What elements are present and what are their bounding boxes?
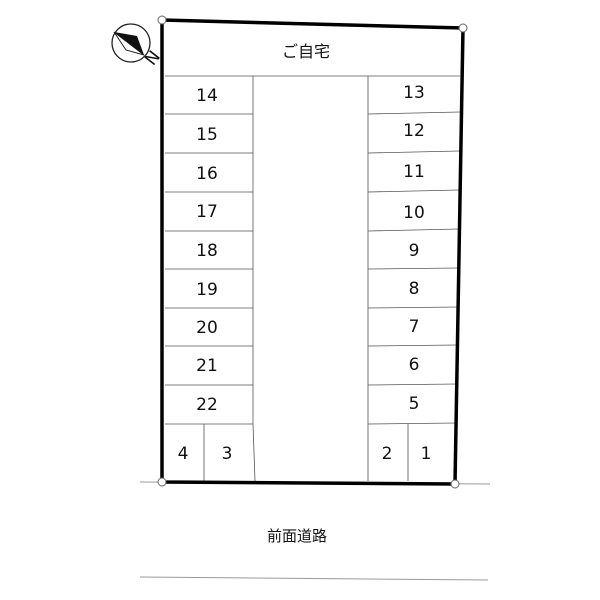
space-label: 11 [403,162,425,182]
road-edge-bottom [139,576,489,581]
corner-markers [157,15,468,489]
space-label: 12 [403,121,425,141]
space-label: 7 [409,317,420,337]
space-label: 20 [196,318,218,338]
space-label: 22 [196,395,218,415]
space-label: 14 [196,86,218,106]
space-label: 17 [196,202,218,222]
road-label: 前面道路 [267,527,327,545]
space-label: 5 [409,394,420,414]
space-label: 4 [178,444,189,464]
left-column-grid [165,76,256,482]
space-label: 13 [403,83,425,103]
space-label: 2 [382,444,393,464]
space-label: 8 [409,279,420,299]
north-arrow-icon: N [111,23,165,70]
space-label: 18 [196,241,218,261]
right-column-grid [367,76,461,481]
space-label: 1 [421,444,432,464]
space-label: 19 [196,280,218,300]
space-label: 9 [409,241,420,261]
space-label: 15 [196,125,218,145]
space-label: 21 [196,356,218,376]
house-label: ご自宅 [282,42,330,61]
space-label: 3 [222,444,233,464]
space-label: 6 [409,355,420,375]
space-label: 16 [196,164,218,184]
space-label: 10 [403,203,425,223]
